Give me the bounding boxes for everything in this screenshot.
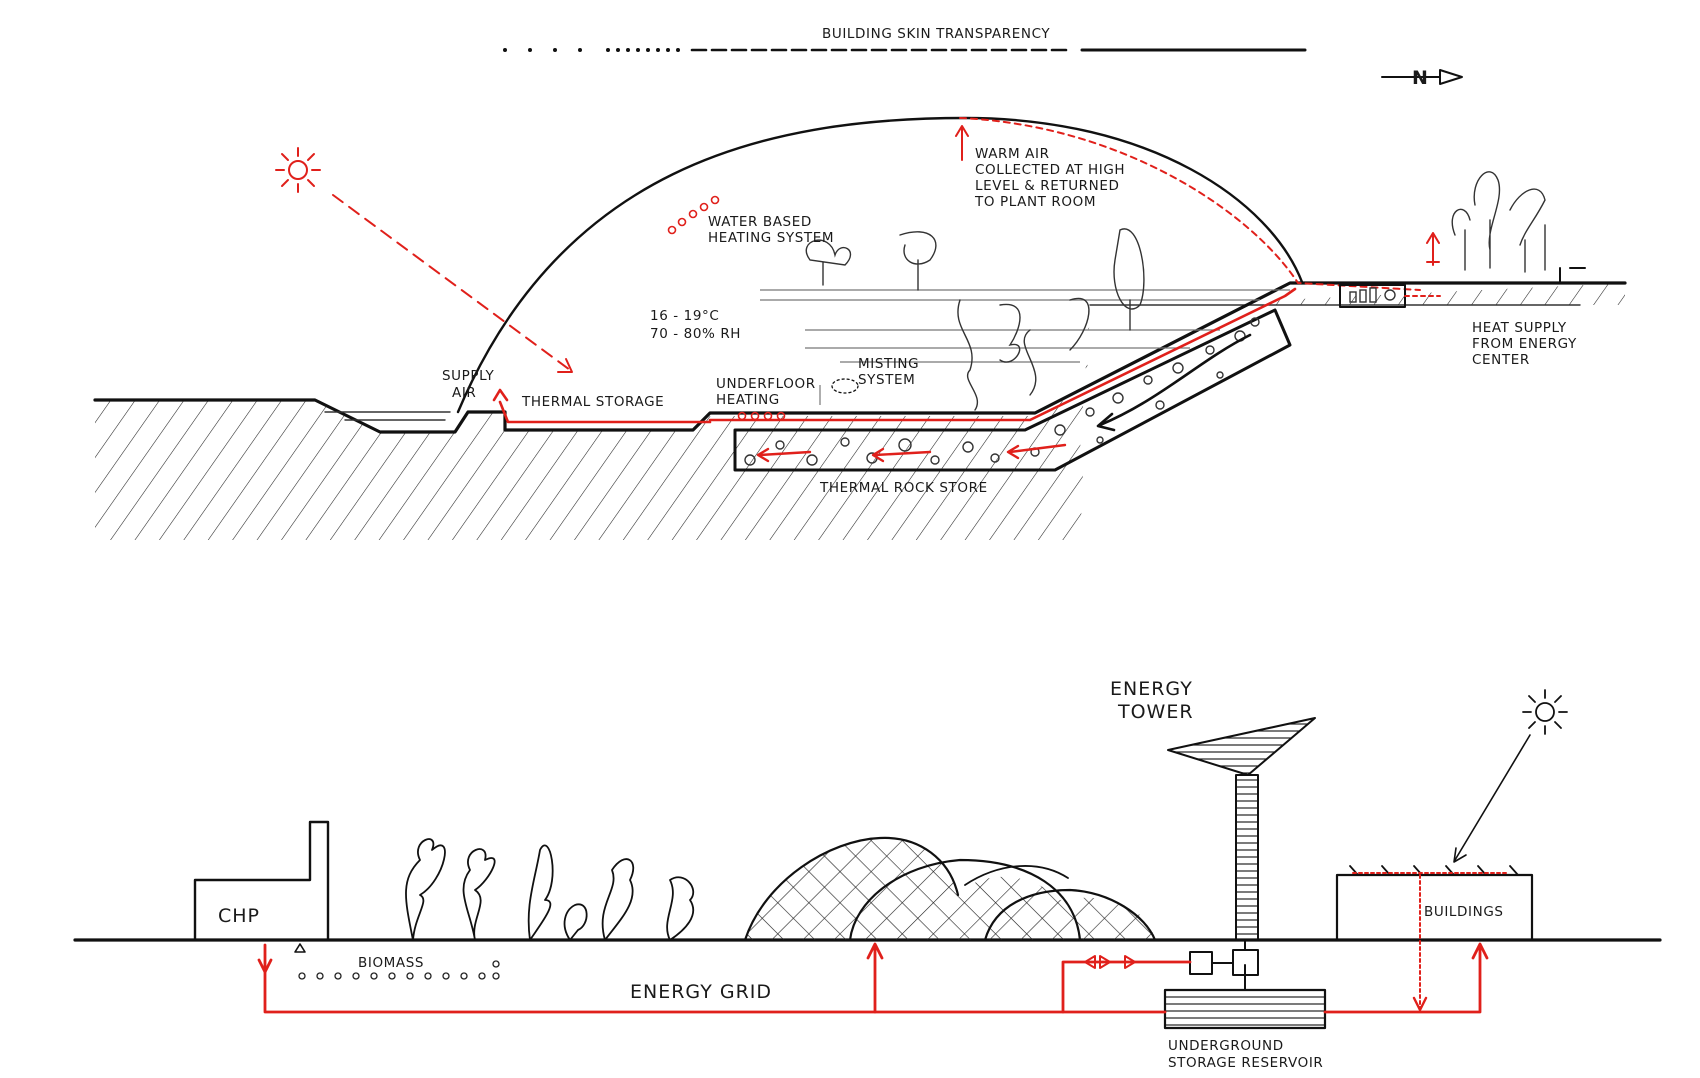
svg-text:CENTER: CENTER [1472, 352, 1530, 368]
interior-plants [805, 228, 1145, 411]
energy-grid-label: ENERGY GRID [630, 981, 772, 1003]
svg-text:70 - 80% RH: 70 - 80% RH [650, 326, 741, 342]
svg-text:MISTING: MISTING [858, 356, 919, 372]
buildings: BUILDINGS [1335, 865, 1534, 942]
biome-domes [743, 836, 1157, 942]
svg-text:16 - 19°C: 16 - 19°C [650, 308, 719, 324]
thermal-storage-label: THERMAL STORAGE [521, 394, 664, 410]
svg-text:AIR: AIR [452, 385, 476, 401]
reservoir-label-line2: STORAGE RESERVOIR [1168, 1055, 1323, 1071]
heating-pipe [708, 287, 1297, 422]
reservoir-label-line1: UNDERGROUND [1168, 1038, 1284, 1054]
svg-text:HEAT SUPPLY: HEAT SUPPLY [1472, 320, 1567, 336]
biomass-label: BIOMASS [358, 955, 424, 971]
svg-text:HEATING SYSTEM: HEATING SYSTEM [708, 230, 834, 246]
water-heating-label: WATER BASED HEATING SYSTEM [708, 214, 834, 246]
svg-text:FROM ENERGY: FROM ENERGY [1472, 336, 1577, 352]
top-section: BUILDING SKIN TRANSPARENCY N [93, 26, 1630, 545]
chp-label: CHP [218, 905, 260, 927]
thermal-rock-store-label: THERMAL ROCK STORE [819, 480, 988, 496]
buildings-label: BUILDINGS [1424, 904, 1504, 920]
underground-reservoir: UNDERGROUND STORAGE RESERVOIR [1163, 939, 1327, 1071]
svg-text:WATER BASED: WATER BASED [708, 214, 812, 230]
supply-air-label: SUPPLY AIR [442, 368, 494, 401]
skin-transparency-legend: BUILDING SKIN TRANSPARENCY [503, 26, 1307, 52]
north-label: N [1412, 67, 1429, 89]
climate-label: 16 - 19°C 70 - 80% RH [650, 308, 741, 342]
energy-tower-label-line1: ENERGY [1110, 678, 1193, 700]
ground-line [93, 281, 1627, 434]
supply-air-pipe [498, 400, 712, 424]
heat-supply-label: HEAT SUPPLY FROM ENERGY CENTER [1472, 320, 1577, 368]
sun-icon [275, 147, 321, 193]
misting-system-label: MISTING SYSTEM [831, 356, 919, 394]
biomass-trees [405, 838, 695, 941]
warm-air-label: WARM AIR COLLECTED AT HIGH LEVEL & RETUR… [974, 146, 1125, 210]
svg-text:TO PLANT ROOM: TO PLANT ROOM [974, 194, 1096, 210]
rock-pebbles [744, 317, 1260, 466]
outside-trees [1451, 171, 1546, 273]
underfloor-heating-label: UNDERFLOOR HEATING [716, 376, 816, 408]
north-arrow-icon: N [1381, 67, 1463, 89]
svg-text:HEATING: HEATING [716, 392, 780, 408]
bottom-section: CHP BIOMASS [73, 678, 1662, 1071]
thermal-rock-store [733, 308, 1292, 472]
svg-text:SUPPLY: SUPPLY [442, 368, 494, 384]
legend-title: BUILDING SKIN TRANSPARENCY [822, 26, 1050, 42]
energy-tower: ENERGY TOWER [1110, 678, 1316, 941]
svg-text:COLLECTED AT HIGH: COLLECTED AT HIGH [975, 162, 1125, 178]
biome-dome [456, 116, 1304, 414]
svg-text:LEVEL & RETURNED: LEVEL & RETURNED [975, 178, 1120, 194]
energy-tower-label-line2: TOWER [1117, 701, 1194, 723]
interior-terraces [760, 289, 1290, 405]
energy-grid [257, 874, 1489, 1014]
sun-ray [332, 194, 571, 371]
svg-text:SYSTEM: SYSTEM [858, 372, 915, 388]
chp-building [193, 820, 330, 942]
svg-text:UNDERFLOOR: UNDERFLOOR [716, 376, 816, 392]
svg-text:WARM AIR: WARM AIR [975, 146, 1050, 162]
sun-icon [1522, 689, 1568, 735]
